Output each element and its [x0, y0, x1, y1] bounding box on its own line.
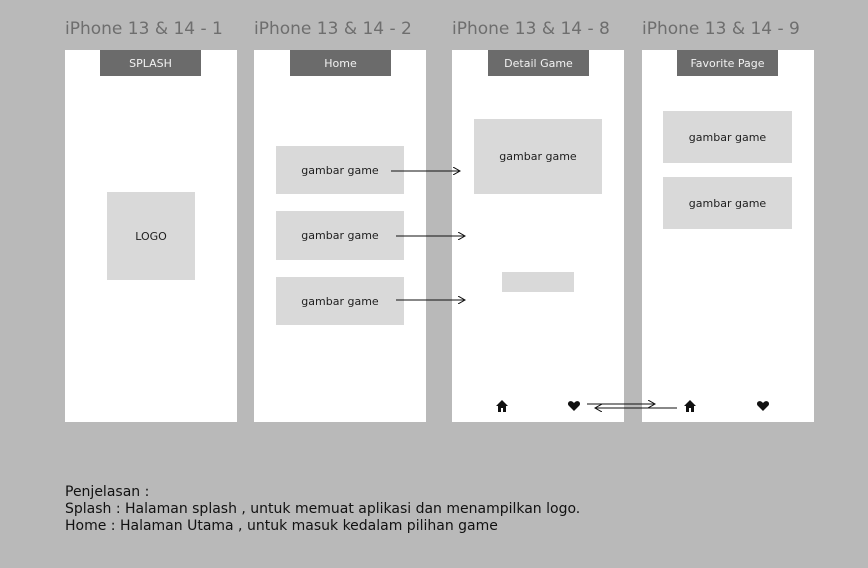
heart-icon[interactable]: [756, 399, 770, 413]
frame-title-favorite: iPhone 13 & 14 - 9: [642, 19, 800, 39]
notes: Penjelasan : Splash : Halaman splash , u…: [65, 484, 580, 535]
detail-action-placeholder[interactable]: [502, 272, 574, 292]
favorite-game-item-2[interactable]: gambar game: [663, 177, 792, 229]
logo-placeholder: LOGO: [107, 192, 195, 280]
home-game-item-3[interactable]: gambar game: [276, 277, 404, 325]
home-frame: Home gambar game gambar game gambar game: [254, 50, 426, 422]
frame-title-home: iPhone 13 & 14 - 2: [254, 19, 412, 39]
heart-icon[interactable]: [567, 399, 581, 413]
favorite-header: Favorite Page: [677, 50, 778, 76]
detail-frame: Detail Game gambar game: [452, 50, 624, 422]
favorite-frame: Favorite Page gambar game gambar game: [642, 50, 814, 422]
detail-header: Detail Game: [488, 50, 589, 76]
home-game-item-2[interactable]: gambar game: [276, 211, 404, 260]
home-icon[interactable]: [683, 399, 697, 413]
detail-game-image: gambar game: [474, 119, 602, 194]
frame-title-splash: iPhone 13 & 14 - 1: [65, 19, 223, 39]
home-header: Home: [290, 50, 391, 76]
splash-frame: SPLASH LOGO: [65, 50, 237, 422]
frame-title-detail: iPhone 13 & 14 - 8: [452, 19, 610, 39]
notes-line-splash: Splash : Halaman splash , untuk memuat a…: [65, 501, 581, 517]
notes-line-home: Home : Halaman Utama , untuk masuk kedal…: [65, 518, 498, 534]
favorite-game-item-1[interactable]: gambar game: [663, 111, 792, 163]
home-game-item-1[interactable]: gambar game: [276, 146, 404, 194]
splash-header: SPLASH: [100, 50, 201, 76]
home-icon[interactable]: [495, 399, 509, 413]
notes-heading: Penjelasan :: [65, 484, 150, 500]
